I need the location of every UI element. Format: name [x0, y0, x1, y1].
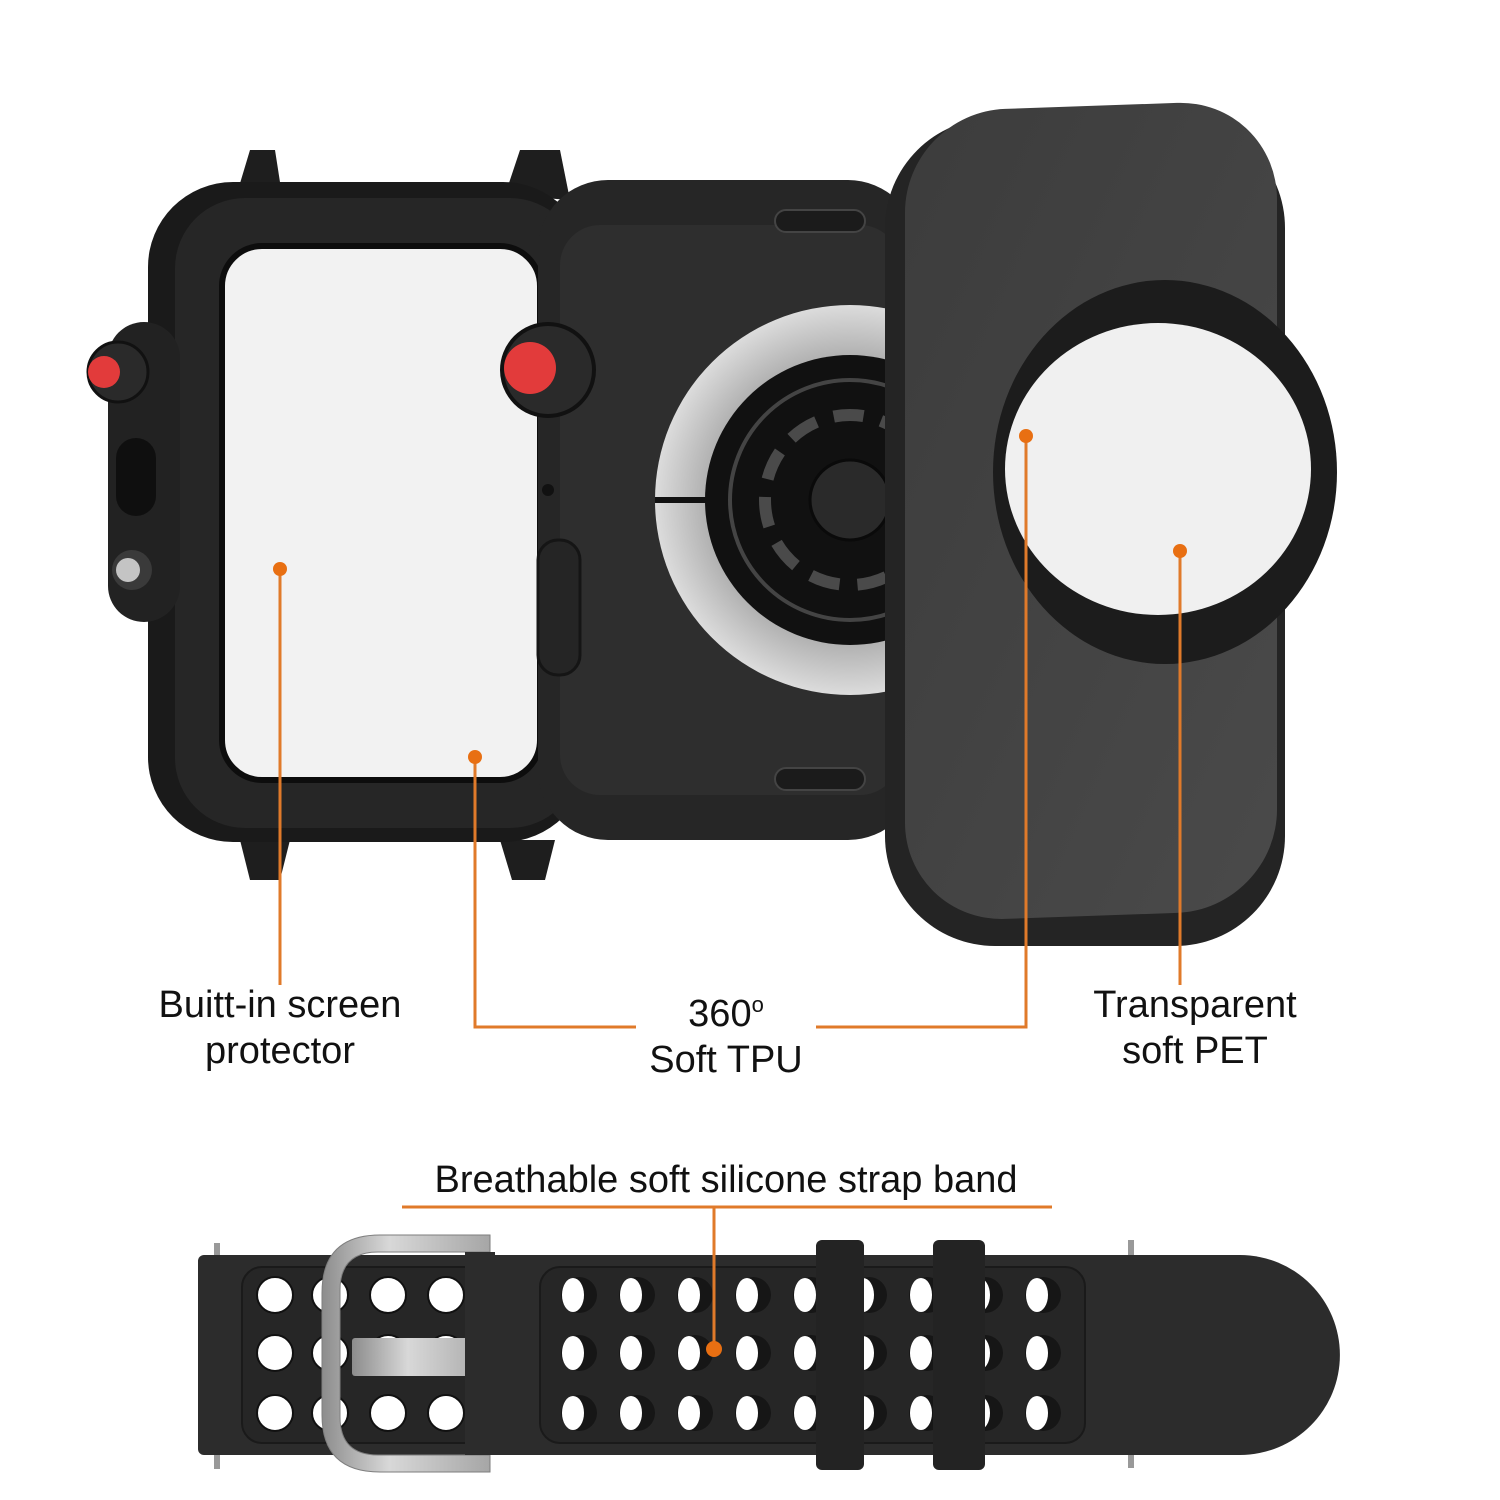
callout-tpu-line1: 360o — [688, 992, 764, 1035]
back-cover — [885, 102, 1337, 946]
callout-screen-line2: protector — [205, 1030, 355, 1072]
callout-tpu-line2: Soft TPU — [649, 1039, 803, 1081]
callout-soft-tpu: 360o Soft TPU — [626, 982, 826, 1083]
front-frame — [86, 150, 588, 880]
callout-screen-line1: Buitt-in screen — [158, 984, 402, 1026]
callout-pet-line2: soft PET — [1122, 1030, 1268, 1072]
callout-leader-lines — [278, 436, 1182, 1349]
strap-band — [198, 1234, 1340, 1473]
callout-pet-line1: Transparent — [1093, 984, 1297, 1026]
callout-anchor-dots — [273, 429, 1187, 1357]
callout-screen-protector: Buitt-in screen protector — [130, 982, 430, 1074]
callout-transparent-pet: Transparent soft PET — [1070, 982, 1320, 1074]
callout-silicone-band: Breathable soft silicone strap band — [434, 1159, 1018, 1201]
